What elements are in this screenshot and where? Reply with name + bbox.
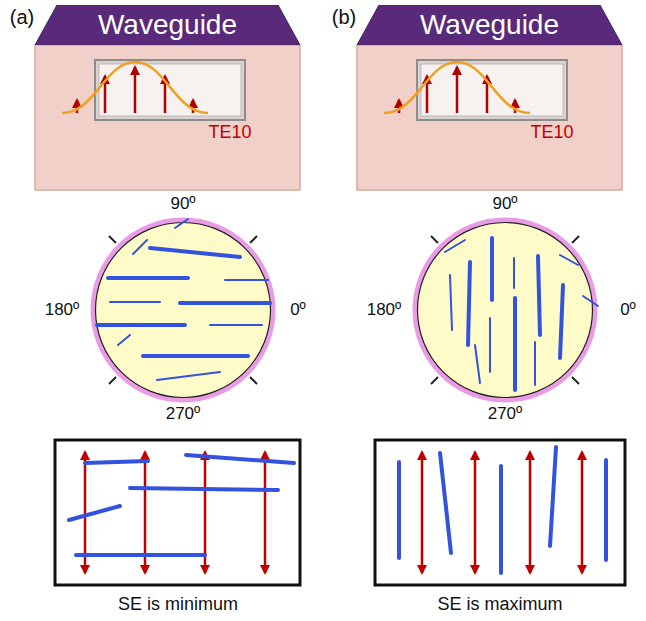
illustration-line: [431, 377, 438, 384]
field-box: [55, 440, 300, 585]
illustration-line: [85, 461, 148, 463]
illustration-line: [440, 453, 451, 553]
waveguide-top: Waveguide: [357, 5, 622, 45]
illustration-use: [357, 45, 622, 190]
illustration-circle: [93, 220, 273, 400]
illustration-line: [490, 238, 494, 300]
illustration-line: [489, 318, 491, 372]
illustration-line: [76, 553, 205, 557]
illustration-line: [157, 372, 220, 380]
illustration-line: [109, 236, 116, 243]
illustration-line: [397, 462, 401, 558]
angle-label: 90º: [492, 195, 517, 214]
illustration-line: [143, 354, 248, 358]
angle-label: 270º: [488, 405, 523, 424]
illustration-line: [468, 262, 470, 345]
angle-label: 0º: [290, 301, 306, 320]
illustration-line: [264, 452, 267, 573]
illustration-line: [445, 240, 465, 252]
illustration-line: [572, 377, 579, 384]
waveguide-top-fill: [35, 5, 300, 45]
illustration-line: [133, 240, 147, 254]
illustration-line: [225, 279, 268, 281]
illustration-line: [550, 447, 556, 546]
illustration-line: [534, 342, 536, 385]
illustration-circle: [96, 223, 271, 398]
illustration-line: [109, 377, 116, 384]
illustration-line: [130, 488, 278, 490]
illustration-line: [69, 506, 120, 520]
illustration-line: [499, 466, 503, 573]
illustration-g: [445, 238, 598, 390]
angle-label: 90º: [170, 195, 195, 214]
illustration-line: [250, 236, 257, 243]
illustration-line: [118, 335, 130, 345]
waveguide-title: Waveguide: [98, 11, 237, 39]
illustration-line: [513, 298, 517, 390]
mode-label: TE10: [208, 123, 251, 143]
illustration-line: [475, 345, 480, 383]
illustration-line: [538, 256, 540, 335]
field-box: [375, 440, 625, 585]
illustration-circle: [418, 223, 593, 398]
illustration-line: [186, 455, 294, 463]
illustration-line: [210, 324, 262, 326]
illustration-line: [604, 460, 608, 560]
illustration-line: [431, 236, 438, 243]
illustration-line: [513, 258, 515, 288]
angle-label: 180º: [367, 301, 402, 320]
illustration-g: [69, 455, 294, 555]
illustration-line: [97, 323, 185, 327]
illustration-rect: [375, 440, 625, 585]
illustration-line: [108, 276, 188, 280]
illustration-line: [581, 452, 584, 573]
illustration-rect: [55, 440, 300, 585]
sample-disc: [415, 220, 598, 400]
illustration-line: [583, 296, 598, 306]
illustration-use: [35, 45, 300, 190]
illustration-line: [250, 377, 257, 384]
illustration-line: [110, 301, 160, 303]
illustration-circle: [415, 220, 595, 400]
illustration-line: [474, 452, 477, 573]
waveguide-top: Waveguide: [35, 5, 300, 45]
angle-label: 270º: [166, 405, 201, 424]
illustration-line: [450, 275, 452, 330]
illustration-line: [421, 452, 424, 573]
illustration-g: [422, 452, 582, 573]
mode-label: TE10: [530, 123, 573, 143]
illustration-g: [109, 236, 257, 384]
panel-letter: (b): [332, 6, 356, 28]
illustration-line: [175, 219, 188, 228]
caption-text: SE is minimum: [118, 595, 238, 615]
waveguide-top-fill: [357, 5, 622, 45]
illustration-g: [431, 236, 579, 384]
illustration-line: [180, 301, 270, 305]
angle-label: 0º: [620, 301, 636, 320]
caption-text: SE is maximum: [437, 595, 562, 615]
illustration-g: [97, 219, 270, 380]
panel-letter: (a): [10, 6, 34, 28]
illustration-line: [150, 248, 240, 257]
illustration-line: [529, 452, 532, 573]
angle-label: 180º: [45, 301, 80, 320]
illustration-g: [399, 447, 606, 573]
illustration-line: [560, 285, 563, 358]
waveguide-title: Waveguide: [420, 11, 559, 39]
illustration-line: [560, 255, 578, 265]
illustration-line: [572, 236, 579, 243]
sample-disc: [93, 219, 273, 400]
